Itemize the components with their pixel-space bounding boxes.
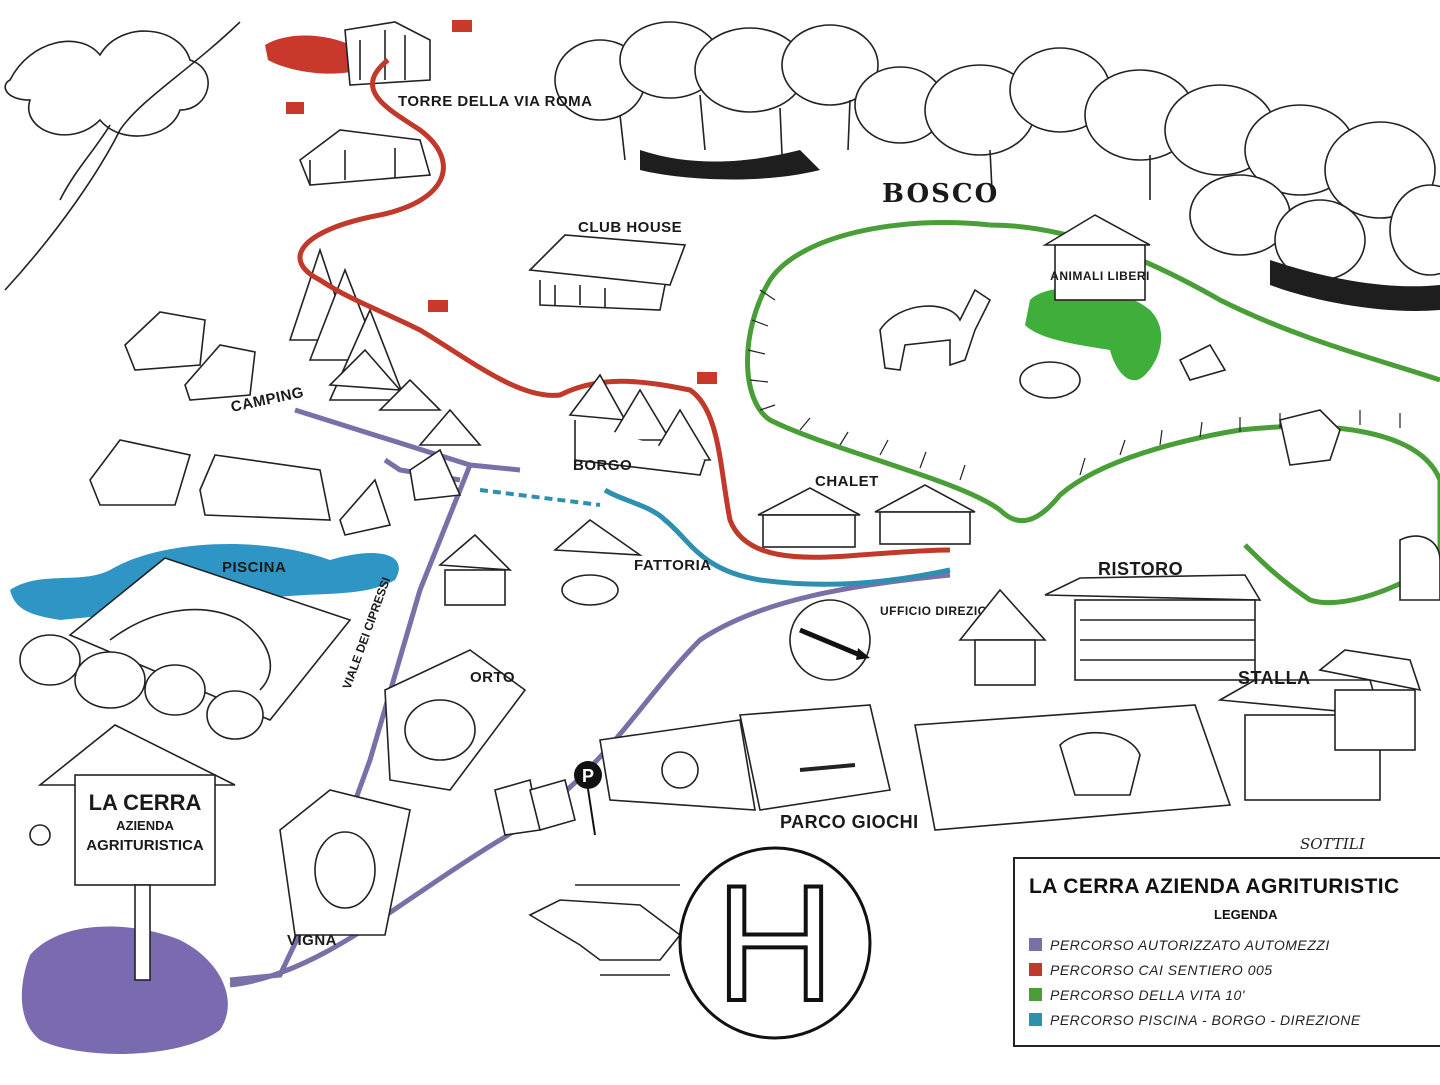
legend-swatch <box>1029 988 1042 1001</box>
legend-swatch <box>1029 938 1042 951</box>
ristoro-building <box>958 574 1262 686</box>
label-piscina: PISCINA <box>222 559 286 576</box>
orto-field <box>384 649 527 791</box>
label-animali: ANIMALI LIBERI <box>1050 269 1150 283</box>
map-title: LA CERRA AZIENDA AGRITURISTIC <box>1029 875 1400 898</box>
label-bosco: BOSCO <box>882 179 999 209</box>
label-torre: TORRE DELLA VIA ROMA <box>398 93 592 110</box>
legend-label: PERCORSO AUTORIZZATO AUTOMEZZI <box>1050 936 1330 953</box>
borgo-houses <box>409 373 712 501</box>
route-pool-dashed <box>479 488 601 507</box>
legend-item: PERCORSO AUTORIZZATO AUTOMEZZI <box>1029 932 1437 957</box>
route-cai <box>297 58 951 560</box>
label-borgo: BORGO <box>573 457 632 474</box>
camper-vans <box>124 311 442 411</box>
label-direzione-text: UFFICIO DIREZIONE <box>880 604 1005 618</box>
label-torre-text: TORRE DELLA VIA ROMA <box>398 93 592 110</box>
legend-label: PERCORSO PISCINA - BORGO - DIREZIONE <box>1050 1011 1361 1028</box>
houses-left <box>89 439 392 536</box>
label-parco-giochi: PARCO GIOCHI <box>780 812 919 832</box>
label-vigna: VIGNA <box>287 932 337 949</box>
mountain-sketch <box>4 21 241 291</box>
label-club-house: CLUB HOUSE <box>578 219 682 236</box>
vigna-field <box>279 789 411 936</box>
label-ristoro: RISTORO <box>1098 559 1183 579</box>
trees-lower-left <box>19 634 264 740</box>
legend-item: PERCORSO PISCINA - BORGO - DIREZIONE <box>1029 1007 1437 1032</box>
legend-swatch <box>1029 1013 1042 1026</box>
legend-subtitle: LEGENDA <box>1214 907 1278 922</box>
parking: P <box>494 761 602 836</box>
animali-area <box>1025 214 1162 381</box>
club-house-building <box>528 234 687 311</box>
label-fattoria: FATTORIA <box>634 557 712 574</box>
legend-box: LA CERRA AZIENDA AGRITURISTIC LEGENDA PE… <box>1013 857 1440 1047</box>
artist-signature: SOTTILI <box>1300 835 1365 853</box>
legend-swatch <box>1029 963 1042 976</box>
horse-paddock <box>914 704 1232 831</box>
fattoria-building <box>438 518 643 606</box>
stalla-building <box>1217 535 1440 801</box>
flag-markers <box>286 20 717 384</box>
sign-line2: AZIENDA <box>116 818 174 833</box>
sign-line3: AGRITURISTICA <box>86 837 204 854</box>
legend-item: PERCORSO CAI SENTIERO 005 <box>1029 957 1437 982</box>
label-chalet: CHALET <box>815 473 879 490</box>
heliport: H <box>678 846 872 1040</box>
legend-label: PERCORSO CAI SENTIERO 005 <box>1050 961 1273 978</box>
label-orto: ORTO <box>470 669 515 686</box>
direzione-compass <box>789 599 871 681</box>
parking-letter: P <box>582 766 594 786</box>
farmhouse-top <box>299 129 432 186</box>
legend-list: PERCORSO AUTORIZZATO AUTOMEZZI PERCORSO C… <box>1029 932 1437 1032</box>
label-direzione: UFFICIO DIREZIONE <box>880 604 1005 618</box>
label-animali-text: ANIMALI LIBERI <box>1050 269 1150 283</box>
route-pool <box>603 487 951 587</box>
helicopter <box>528 884 682 976</box>
animals <box>879 288 1341 466</box>
sign-line1: LA CERRA <box>89 790 202 815</box>
entrance-sign <box>21 724 236 1054</box>
parco-giochi <box>599 704 891 811</box>
chalets <box>757 484 976 548</box>
ruin-marker <box>265 21 431 86</box>
heliport-letter: H <box>715 851 834 1035</box>
label-stalla: STALLA <box>1238 668 1311 688</box>
legend-label: PERCORSO DELLA VITA 10' <box>1050 986 1245 1003</box>
legend-item: PERCORSO DELLA VITA 10' <box>1029 982 1437 1007</box>
forest-trees <box>554 21 1440 311</box>
